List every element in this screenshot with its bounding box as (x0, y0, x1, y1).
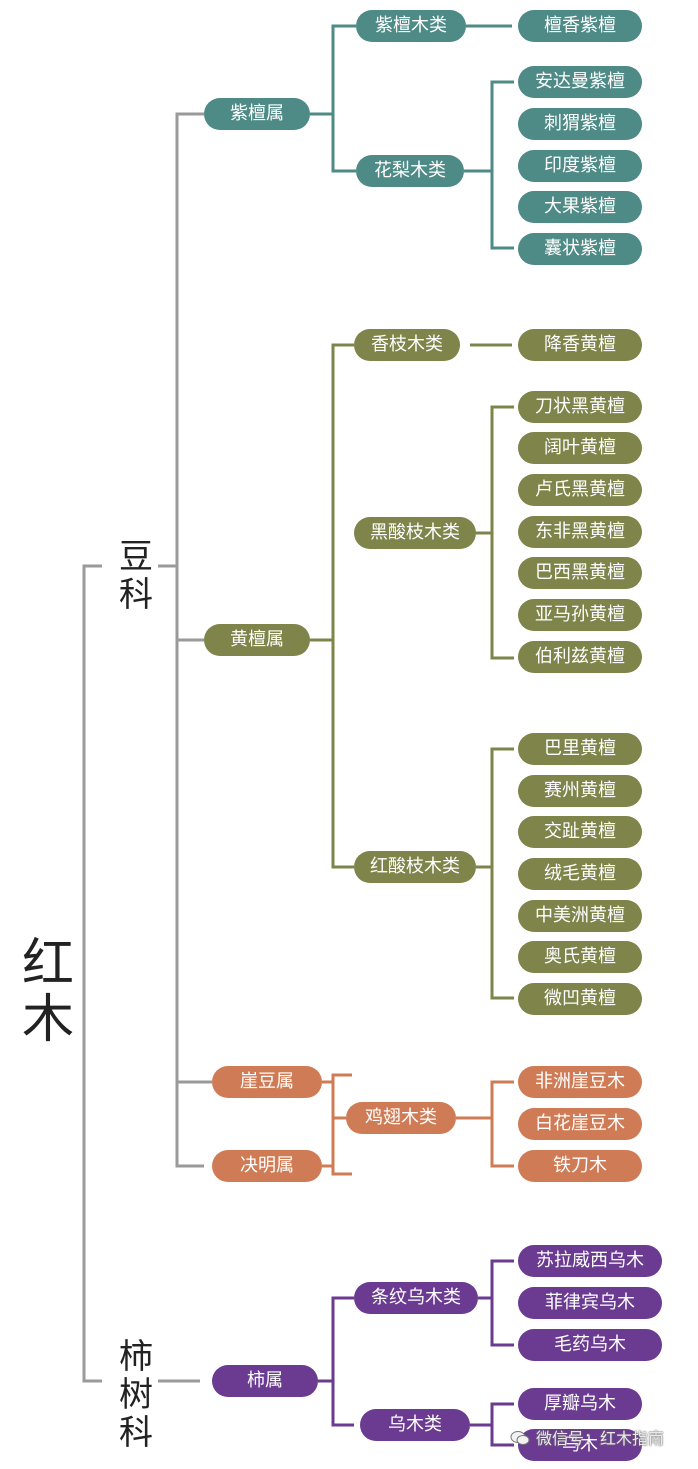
species-dongfei-heihuangtan: 东非黑黄檀 (518, 516, 642, 548)
genus-jueming: 决明属 (212, 1150, 322, 1182)
species-zhongmeizhou-huangtan: 中美洲黄檀 (518, 900, 642, 932)
species-feizhou-yadoumu: 非洲崖豆木 (518, 1066, 642, 1098)
species-tanxiang-zitan: 檀香紫檀 (518, 10, 642, 42)
genus-yadou: 崖豆属 (212, 1066, 322, 1098)
species-baihua-yadoumu: 白花崖豆木 (518, 1108, 642, 1140)
family-shishu-label: 柿 树 科 (116, 1340, 156, 1454)
group-hualimu: 花梨木类 (356, 155, 464, 187)
species-jiangxiang-huangtan: 降香黄檀 (518, 329, 642, 361)
group-wumu: 乌木类 (360, 1409, 470, 1441)
watermark-text: 微信号：红木指南 (536, 1429, 665, 1448)
hongsuan-bracket (490, 747, 514, 1000)
genus-zitan: 紫檀属 (204, 98, 310, 130)
species-daozhuang-heihuangtan: 刀状黑黄檀 (518, 391, 642, 423)
zitan-bracket (331, 24, 356, 173)
species-saizhou-huangtan: 赛州黄檀 (518, 775, 642, 807)
heisuan-bracket (490, 405, 514, 660)
species-yindu-zitan: 印度紫檀 (518, 150, 642, 182)
species-sulaweixi-wumu: 苏拉威西乌木 (518, 1245, 662, 1277)
genus-huangtan: 黄檀属 (204, 624, 310, 656)
species-tiedaomu: 铁刀木 (518, 1150, 642, 1182)
species-wumu: 乌木 (518, 1429, 642, 1461)
species-yamasun-huangtan: 亚马孙黄檀 (518, 599, 642, 631)
huangtan-bracket (331, 343, 354, 869)
species-maoyao-wumu: 毛药乌木 (518, 1329, 662, 1361)
jichi-bracket (331, 1073, 352, 1176)
family-dou-char-2: 科 (119, 575, 153, 615)
family-dou-label: 豆 科 (116, 540, 156, 616)
species-bali-huangtan: 巴里黄檀 (518, 733, 642, 765)
family-dou-char-1: 豆 (119, 537, 153, 577)
root-label: 红 木 (20, 938, 76, 1050)
group-heisuanzhimu: 黑酸枝木类 (354, 517, 476, 549)
genus-shi: 柿属 (212, 1365, 318, 1397)
family-shishu-char-1: 柿 (119, 1337, 153, 1377)
wechat-icon (510, 1431, 530, 1445)
group-tiaowen-wumu: 条纹乌木类 (354, 1282, 478, 1314)
species-houban-wumu: 厚瓣乌木 (518, 1388, 642, 1420)
species-weiao-huangtan: 微凹黄檀 (518, 983, 642, 1015)
wechat-watermark: 微信号：红木指南 (510, 1424, 696, 1454)
root-char-2: 木 (21, 990, 74, 1050)
jichi-species-bracket (490, 1080, 514, 1168)
species-ciwei-zitan: 刺猬紫檀 (518, 108, 642, 140)
group-zitanmu: 紫檀木类 (356, 10, 466, 42)
species-lushi-heihuangtan: 卢氏黑黄檀 (518, 474, 642, 506)
group-xiangzhimu: 香枝木类 (354, 329, 460, 361)
root-bracket (82, 564, 102, 1383)
root-char-1: 红 (21, 934, 74, 994)
species-andaman-zitan: 安达曼紫檀 (518, 66, 642, 98)
hualimu-bracket (490, 80, 514, 250)
species-rongmao-huangtan: 绒毛黄檀 (518, 858, 642, 890)
species-baxi-heihuangtan: 巴西黑黄檀 (518, 557, 642, 589)
species-jiaozhi-huangtan: 交趾黄檀 (518, 816, 642, 848)
family-shishu-char-2: 树 (119, 1375, 153, 1415)
group-jichimu: 鸡翅木类 (346, 1102, 456, 1134)
tiaowen-bracket (490, 1259, 514, 1347)
species-aoshi-huangtan: 奥氏黄檀 (518, 941, 642, 973)
family-shishu-char-3: 科 (119, 1413, 153, 1453)
species-kuoye-huangtan: 阔叶黄檀 (518, 432, 642, 464)
species-feilvbin-wumu: 菲律宾乌木 (518, 1287, 662, 1319)
shi-bracket (331, 1296, 354, 1427)
group-hongsuanzhimu: 红酸枝木类 (354, 851, 476, 883)
species-nangzhuang-zitan: 囊状紫檀 (518, 233, 642, 265)
species-daguo-zitan: 大果紫檀 (518, 191, 642, 223)
species-bolizi-huangtan: 伯利兹黄檀 (518, 641, 642, 673)
